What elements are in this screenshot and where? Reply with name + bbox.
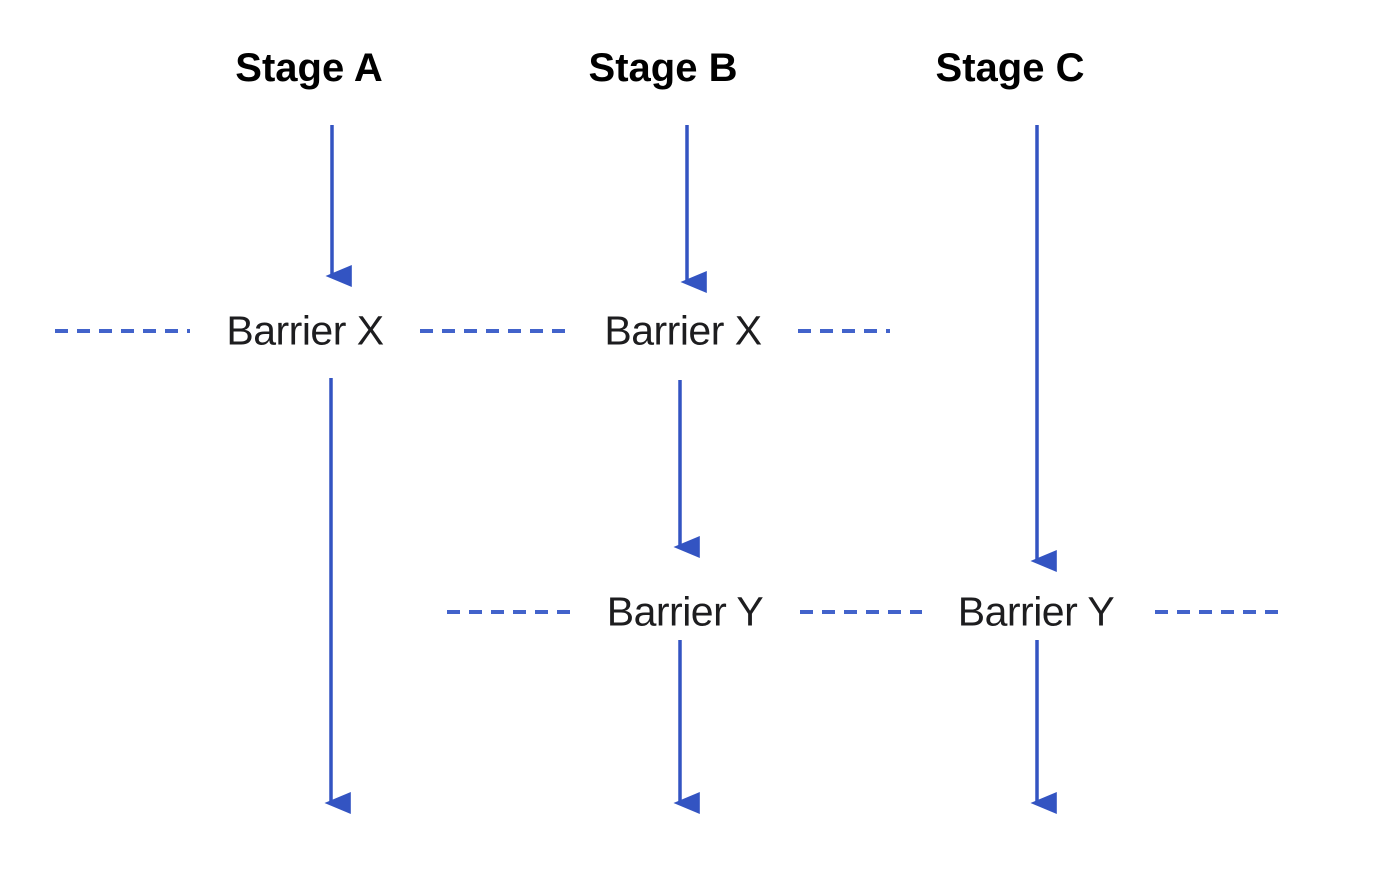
barrier-y-label-2: Barrier Y — [957, 588, 1115, 635]
barrier-y-label-1: Barrier Y — [606, 588, 764, 635]
stage-c-label: Stage C — [935, 46, 1085, 90]
barrier-x-label-2: Barrier X — [604, 307, 762, 354]
stage-b-label: Stage B — [588, 46, 738, 90]
barrier-x-label-1: Barrier X — [226, 307, 384, 354]
stage-a-label: Stage A — [235, 46, 383, 90]
